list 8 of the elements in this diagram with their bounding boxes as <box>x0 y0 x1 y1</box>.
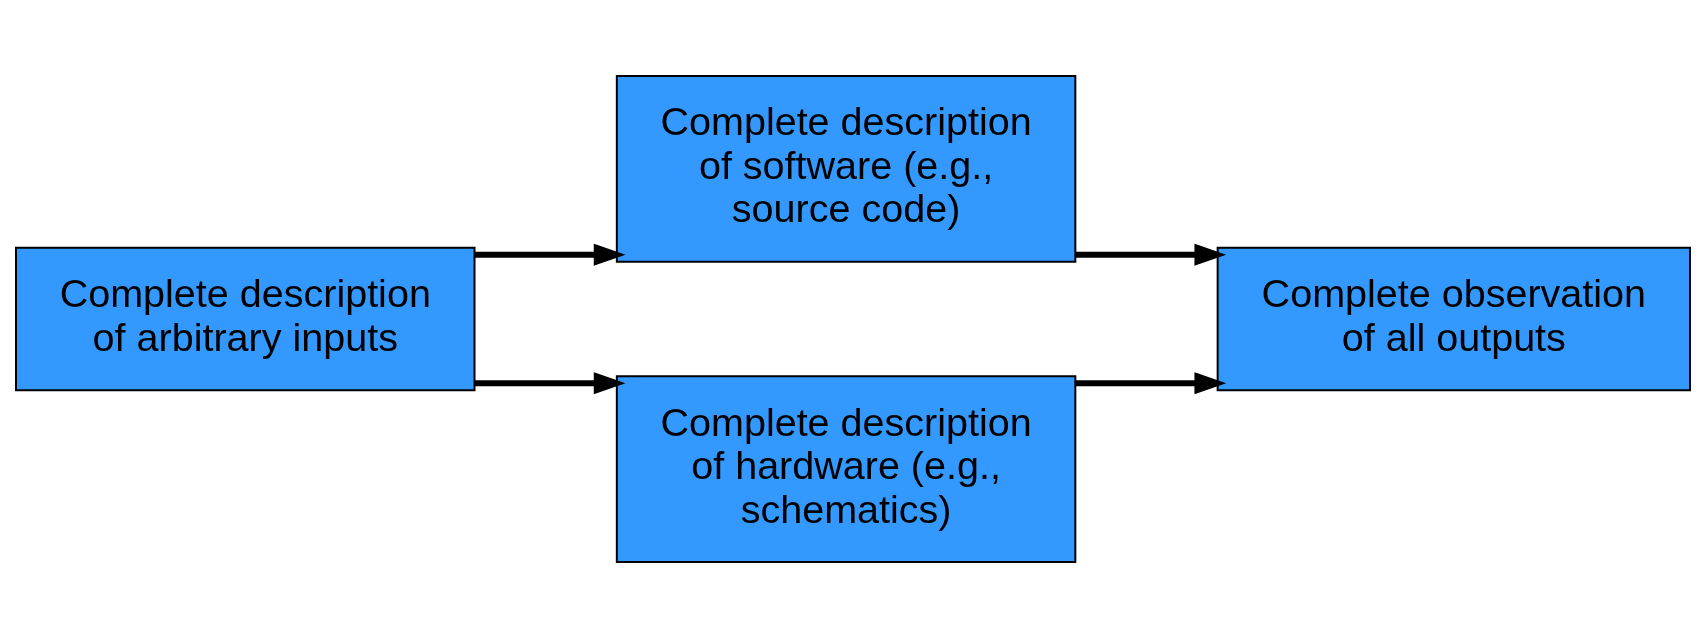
node-box: Complete description of arbitrary inputs <box>15 246 476 391</box>
arrow <box>1075 243 1227 266</box>
node-box: Complete observation of all outputs <box>1216 246 1691 391</box>
node-box: Complete description of software (e.g., source code) <box>615 74 1077 263</box>
arrow <box>475 371 626 394</box>
arrow <box>1075 371 1227 394</box>
arrow <box>475 243 626 266</box>
node-box: Complete description of hardware (e.g., schematics) <box>615 374 1077 563</box>
